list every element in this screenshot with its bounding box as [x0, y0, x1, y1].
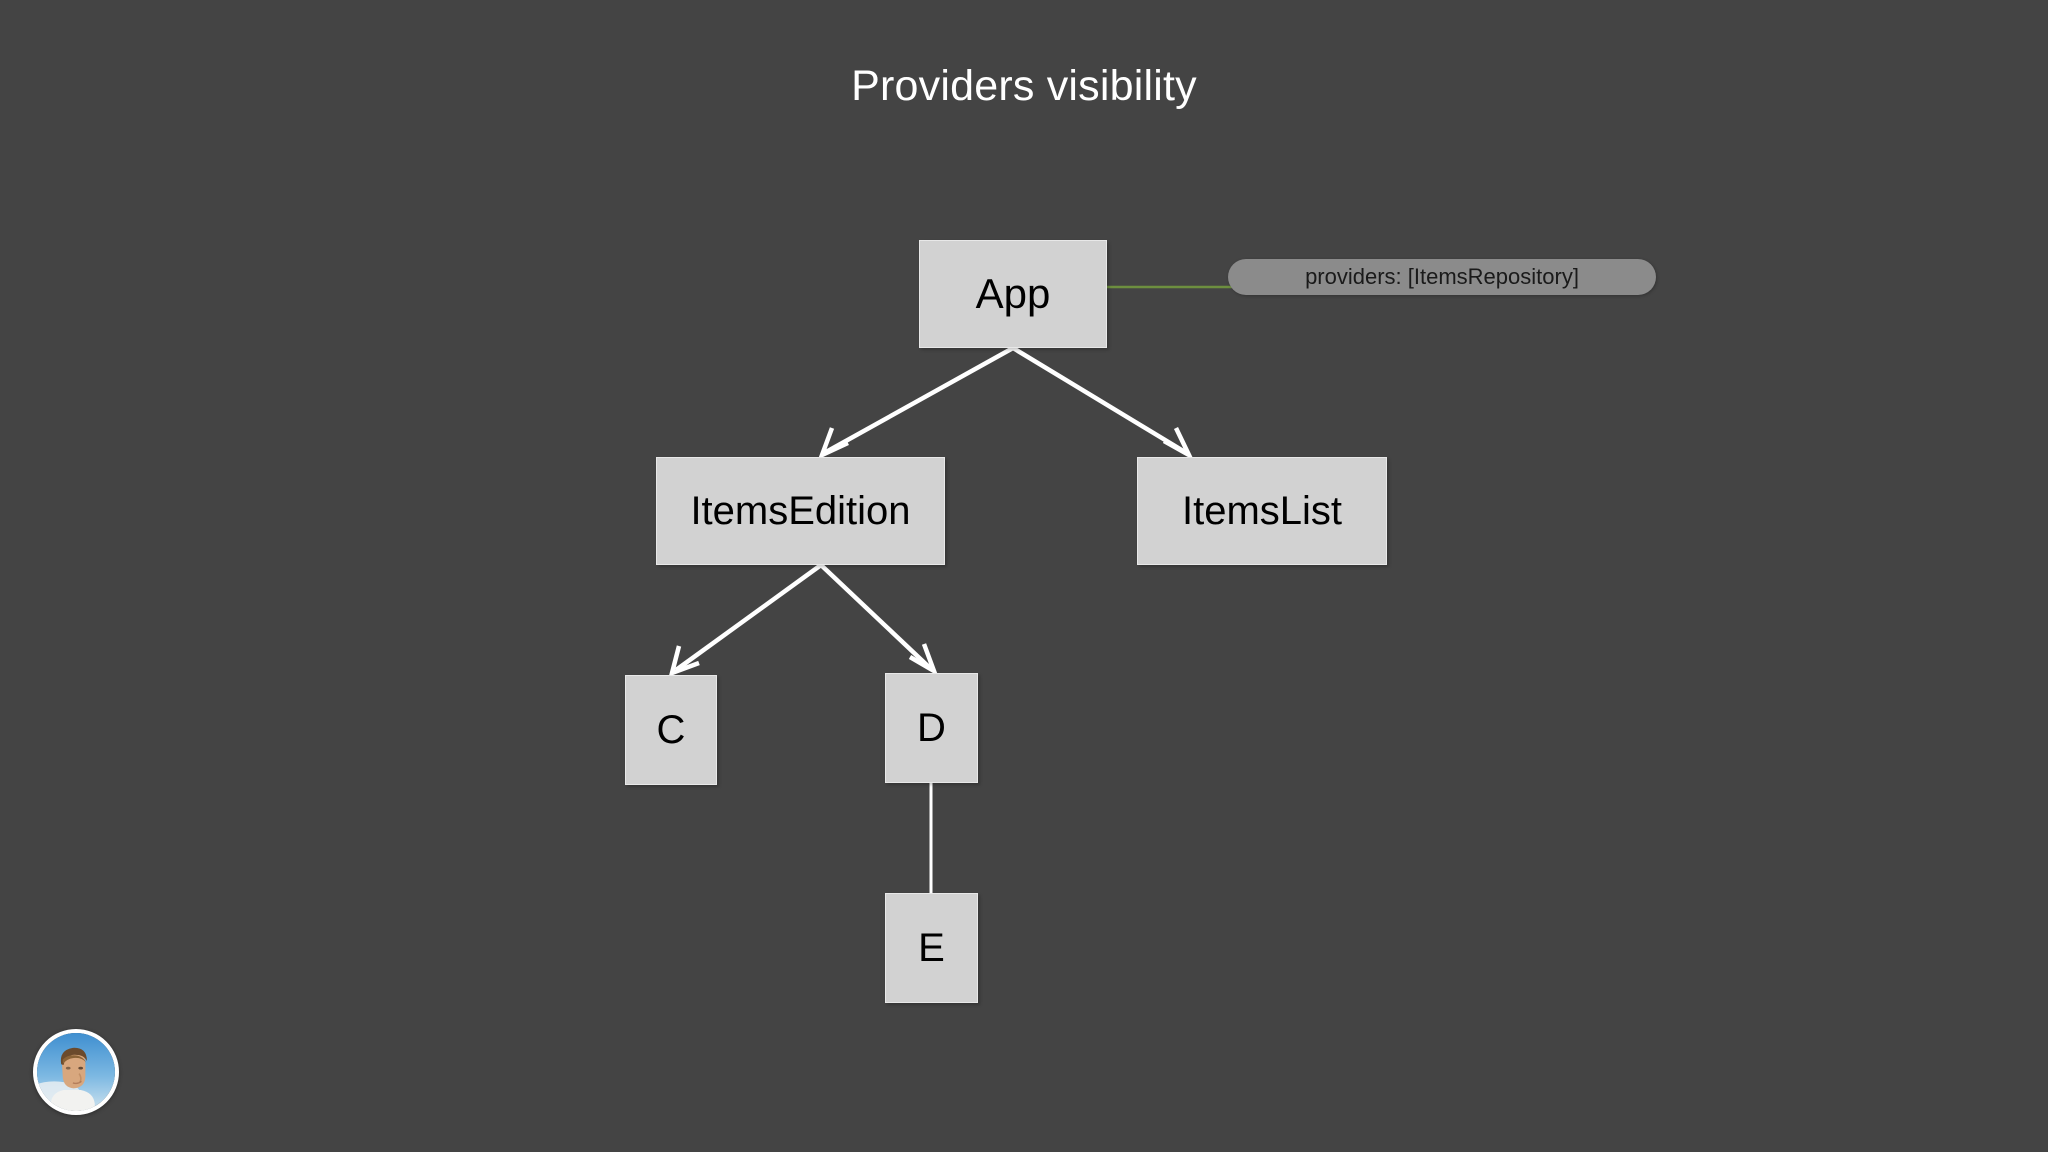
node-app-label: App	[975, 270, 1051, 317]
edge-itemsedition-d	[819, 563, 932, 670]
node-d[interactable]: D	[885, 673, 978, 783]
edge-app-itemsedition	[824, 346, 1015, 454]
arrowhead-itemsedition-d	[908, 643, 939, 677]
edge-itemsedition-c	[674, 563, 823, 672]
providers-annotation-label: providers: [ItemsRepository]	[1305, 264, 1579, 289]
node-d-label: D	[917, 706, 946, 750]
arrowhead-app-itemslist	[1162, 427, 1195, 461]
arrowhead-itemsedition-c	[668, 645, 700, 677]
node-itemsedition-label: ItemsEdition	[690, 489, 911, 533]
node-e-label: E	[918, 926, 945, 970]
avatar-photo	[37, 1033, 115, 1111]
node-app[interactable]: App	[919, 240, 1107, 348]
avatar	[33, 1029, 119, 1115]
node-c-label: C	[656, 708, 686, 752]
arrowhead-app-itemsedition	[817, 427, 849, 460]
page-title: Providers visibility	[851, 62, 1197, 110]
node-itemsedition[interactable]: ItemsEdition	[656, 457, 945, 565]
node-itemslist-label: ItemsList	[1181, 489, 1343, 533]
providers-annotation-badge[interactable]: providers: [ItemsRepository]	[1228, 259, 1656, 295]
node-e[interactable]: E	[885, 893, 978, 1003]
node-itemslist[interactable]: ItemsList	[1137, 457, 1387, 565]
node-c[interactable]: C	[625, 675, 717, 785]
edge-app-itemslist	[1011, 346, 1187, 454]
